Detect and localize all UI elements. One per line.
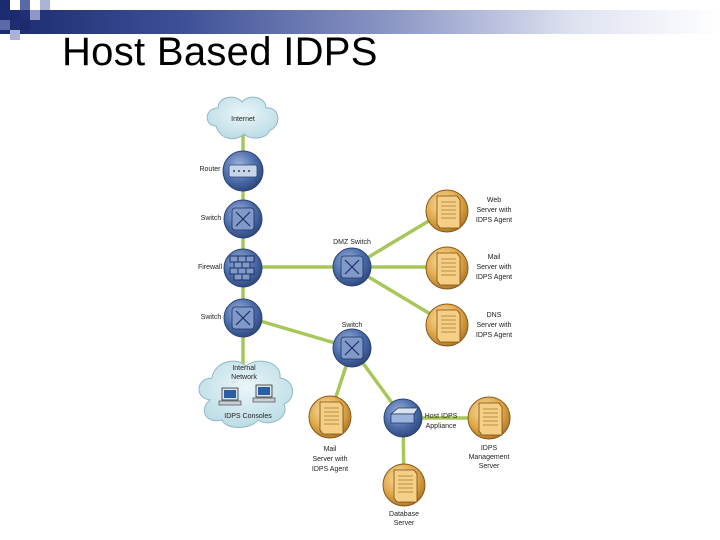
internet-cloud: Internet: [206, 96, 279, 140]
internet-label: Internet: [231, 116, 255, 123]
switch-top-label: Switch: [201, 215, 222, 222]
idps-management-server-label-1: IDPS: [481, 445, 498, 452]
idps-management-server-label-2: Management: [469, 454, 510, 461]
firewall-label: Firewall: [198, 264, 223, 271]
dns-server-label-1: DNS: [487, 312, 502, 319]
host-idps-appliance-label-2: Appliance: [426, 423, 457, 430]
mail-server-internal-label-2: Server with: [312, 456, 347, 463]
mail-server-internal-icon: [308, 395, 352, 439]
switch-center-icon: [332, 328, 372, 368]
router-label: Router: [199, 166, 221, 173]
mail-server-dmz-icon: [425, 246, 469, 290]
idps-consoles-label: IDPS Consoles: [224, 413, 272, 420]
web-server-label-3: IDPS Agent: [476, 217, 512, 224]
internal-network-label-2: Network: [231, 374, 257, 381]
switch-center-label: Switch: [342, 322, 363, 329]
idps-management-server-label-3: Server: [479, 463, 500, 470]
dmz-switch-icon: [332, 247, 372, 287]
mail-server-dmz-label-2: Server with: [476, 264, 511, 271]
slide-title: Host Based IDPS: [62, 30, 378, 74]
console-pc-icon: [252, 384, 276, 403]
database-server-icon: [382, 463, 426, 507]
dmz-switch-label: DMZ Switch: [333, 239, 371, 246]
web-server-icon: [425, 189, 469, 233]
dns-server-label-2: Server with: [476, 322, 511, 329]
host-idps-appliance-icon: [383, 398, 423, 438]
dns-server-icon: [425, 303, 469, 347]
mail-server-internal-label-3: IDPS Agent: [312, 466, 348, 473]
internal-network-label-1: Internal: [232, 365, 256, 372]
mail-server-internal-label-1: Mail: [324, 446, 337, 453]
database-server-label-1: Database: [389, 511, 419, 518]
switch-bottom-icon: [223, 298, 263, 338]
firewall-icon: [223, 248, 263, 288]
mail-server-dmz-label-3: IDPS Agent: [476, 274, 512, 281]
dns-server-label-3: IDPS Agent: [476, 332, 512, 339]
database-server-label-2: Server: [394, 520, 415, 527]
web-server-label-1: Web: [487, 197, 501, 204]
mail-server-dmz-label-1: Mail: [488, 254, 501, 261]
web-server-label-2: Server with: [476, 207, 511, 214]
title-bar-gradient: [0, 10, 720, 34]
switch-bottom-label: Switch: [201, 314, 222, 321]
internal-network-cloud: Internal Network IDPS Consoles: [198, 360, 293, 428]
host-idps-appliance-label-1: Host IDPS: [425, 413, 458, 420]
idps-management-server-icon: [467, 396, 511, 440]
console-pc-icon: [218, 387, 242, 406]
router-icon: [222, 150, 264, 192]
switch-top-icon: [223, 199, 263, 239]
